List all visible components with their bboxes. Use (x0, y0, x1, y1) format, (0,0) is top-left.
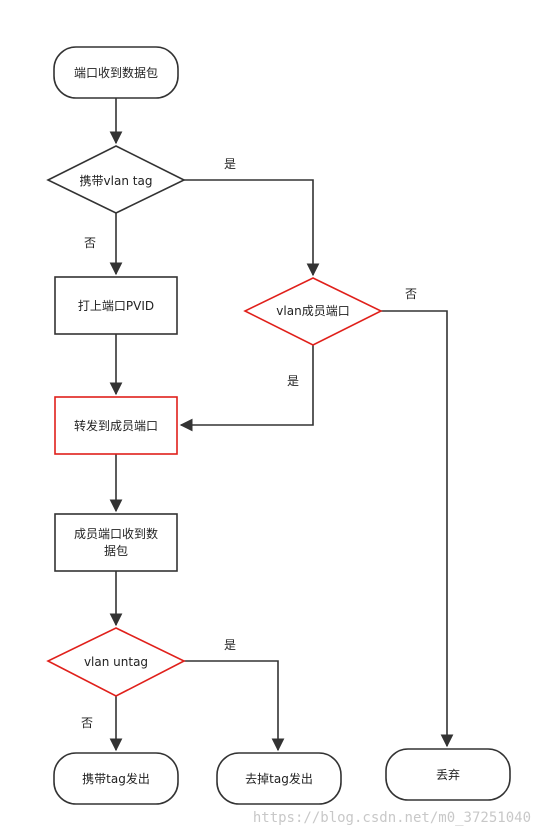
node-member-recv (54, 513, 178, 572)
node-tag-pvid (54, 276, 178, 335)
edge-carry-yes (184, 179, 320, 277)
edge-member-no (380, 310, 454, 748)
edge-member-yes (179, 345, 314, 432)
node-tag-pvid-label: 打上端口PVID (78, 299, 154, 313)
node-forward (54, 396, 178, 455)
node-send-with-tag (53, 752, 179, 805)
node-strip-tag-send-label: 去掉tag发出 (245, 771, 313, 786)
node-carry-tag-decision (46, 145, 186, 214)
node-start-label: 端口收到数据包 (74, 65, 158, 80)
edge-label-carry-yes: 是 (224, 157, 236, 171)
node-forward-label: 转发到成员端口 (74, 418, 158, 433)
node-vlan-untag-label: vlan untag (84, 655, 148, 669)
node-vlan-untag-decision (46, 627, 186, 697)
node-start (53, 46, 179, 99)
node-send-with-tag-label: 携带tag发出 (82, 771, 150, 786)
edge-label-member-no: 否 (405, 287, 417, 301)
watermark: https://blog.csdn.net/m0_37251040 (253, 810, 531, 826)
edge-label-member-yes: 是 (287, 374, 299, 388)
node-member-recv-label-1: 成员端口收到数 (74, 526, 158, 541)
node-discard (385, 748, 511, 801)
node-discard-label: 丢弃 (436, 767, 460, 782)
edge-untag-yes (184, 660, 285, 752)
node-member-recv-label-2: 据包 (104, 544, 128, 558)
node-strip-tag-send (216, 752, 342, 805)
edge-label-untag-yes: 是 (224, 638, 236, 652)
edge-label-carry-no: 否 (84, 236, 96, 250)
node-carry-tag-label: 携带vlan tag (80, 173, 153, 188)
node-vlan-member-decision (243, 277, 383, 346)
node-vlan-member-label: vlan成员端口 (276, 304, 349, 318)
edge-label-untag-no: 否 (81, 716, 93, 730)
